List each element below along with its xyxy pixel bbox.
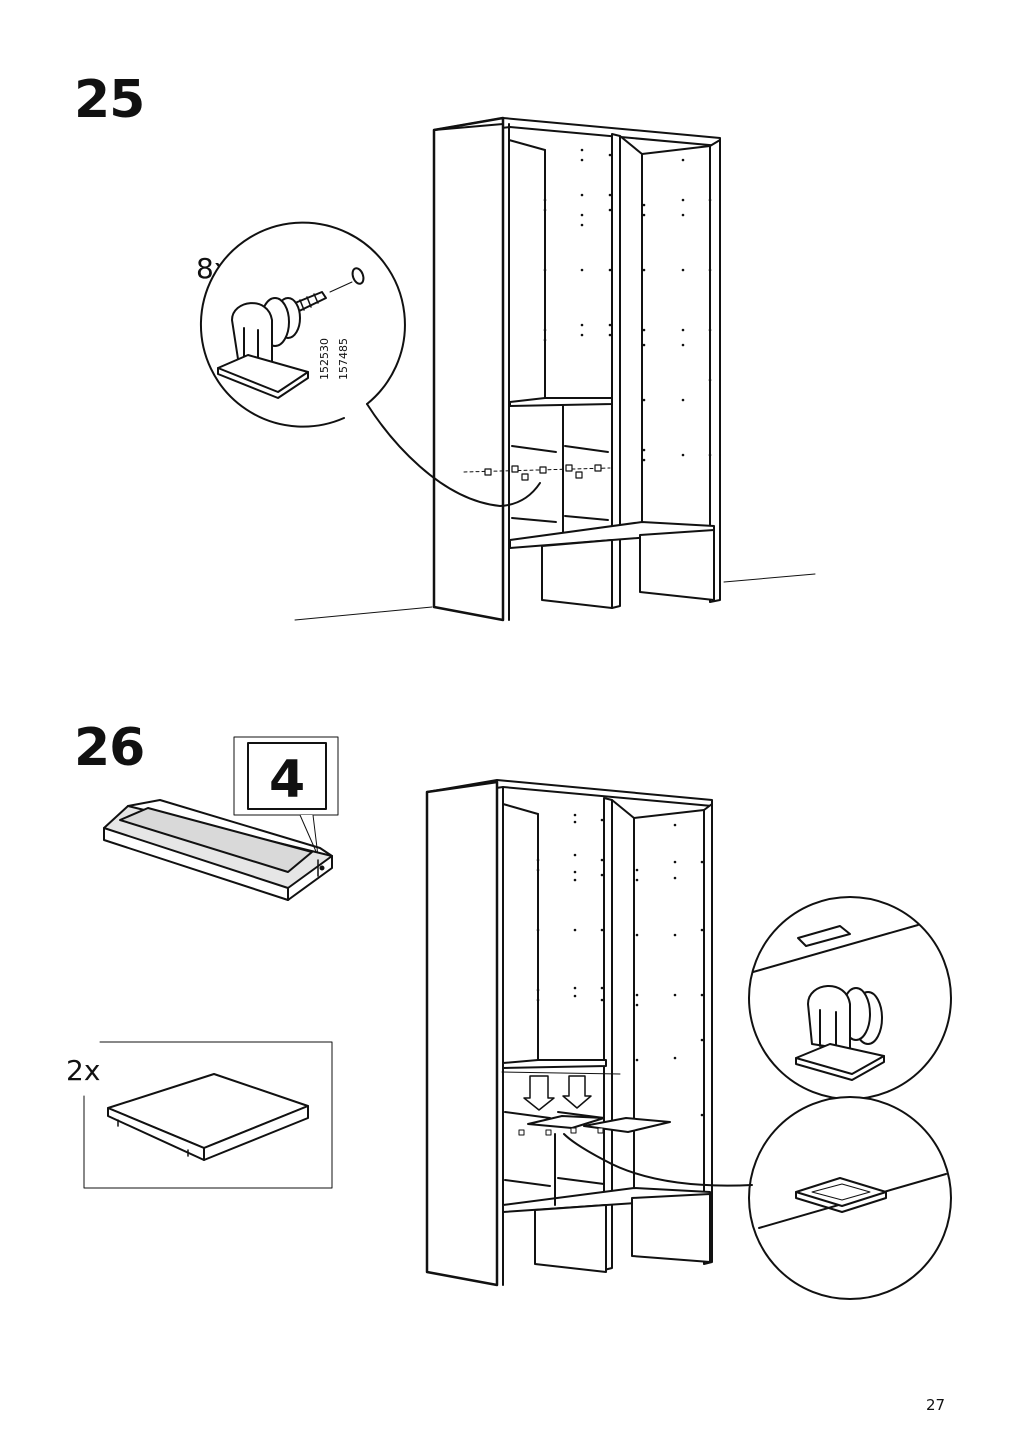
step-26-callout-top: [748, 896, 952, 1100]
article-number-152530: 152530: [318, 338, 331, 380]
step-26-callout-bottom: [563, 1096, 952, 1300]
step-25-number: 25: [74, 70, 145, 130]
reference-step-box: [233, 736, 339, 816]
step-26-bookcase: [425, 779, 713, 1287]
shelf-component-box: [83, 1041, 333, 1189]
page-number: 27: [926, 1396, 946, 1414]
step-26-shelf-quantity: 2x: [66, 1054, 101, 1087]
bookcase-base-box-icon: [103, 799, 333, 901]
step-25-bookcase: [294, 116, 816, 622]
article-number-157485: 157485: [337, 338, 350, 380]
reference-step-number: 4: [269, 750, 305, 810]
step-26-number: 26: [74, 718, 145, 778]
shelf-support-peg-icon: [217, 267, 365, 399]
